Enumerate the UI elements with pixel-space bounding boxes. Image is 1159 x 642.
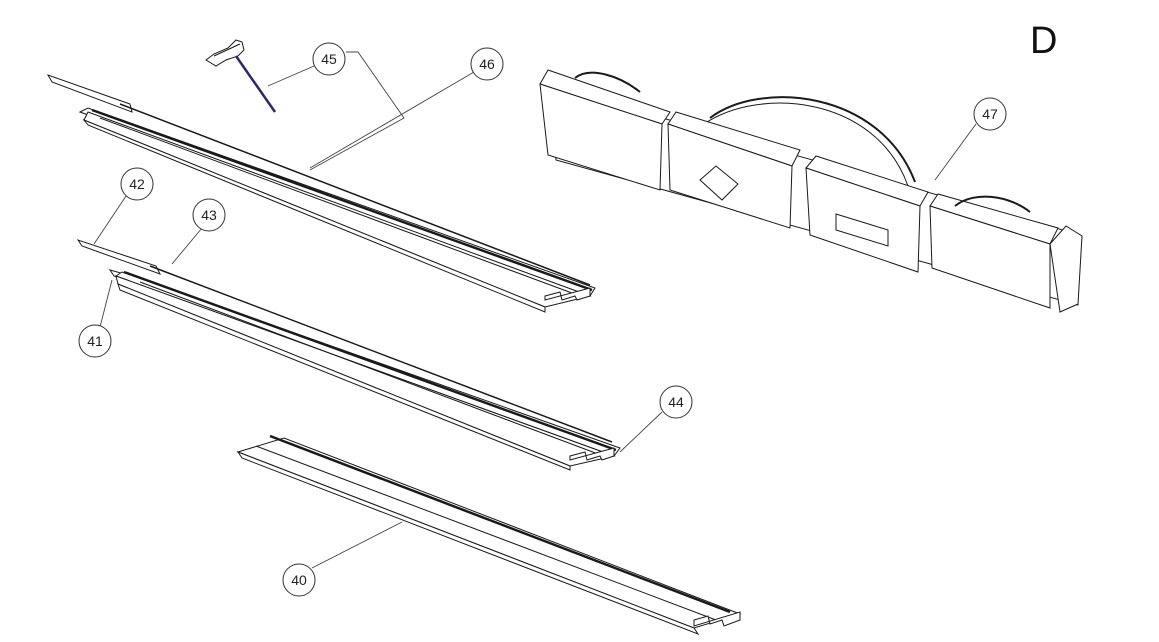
callout-40: 40 bbox=[282, 563, 316, 597]
leader-lines bbox=[93, 51, 977, 569]
callout-41: 41 bbox=[78, 324, 112, 358]
strip-part-42 bbox=[76, 239, 162, 275]
callout-45: 45 bbox=[312, 42, 346, 76]
hex-key-part-45 bbox=[205, 39, 277, 113]
rail-part-46 bbox=[46, 74, 596, 313]
svg-text:41: 41 bbox=[87, 333, 103, 349]
svg-text:44: 44 bbox=[668, 394, 684, 410]
callout-47: 47 bbox=[973, 97, 1007, 131]
svg-text:47: 47 bbox=[982, 106, 998, 122]
svg-text:46: 46 bbox=[479, 56, 495, 72]
storage-bag-part-47 bbox=[539, 69, 1083, 313]
rail-part-40 bbox=[236, 434, 742, 636]
svg-text:45: 45 bbox=[321, 51, 337, 67]
callout-46: 46 bbox=[470, 47, 504, 81]
svg-text:43: 43 bbox=[201, 207, 217, 223]
callout-42: 42 bbox=[120, 167, 154, 201]
callout-44: 44 bbox=[659, 385, 693, 419]
sheet-letter: D bbox=[1030, 20, 1058, 62]
svg-text:40: 40 bbox=[291, 572, 307, 588]
rail-part-44 bbox=[108, 265, 621, 471]
svg-text:42: 42 bbox=[129, 176, 145, 192]
callout-43: 43 bbox=[192, 198, 226, 232]
